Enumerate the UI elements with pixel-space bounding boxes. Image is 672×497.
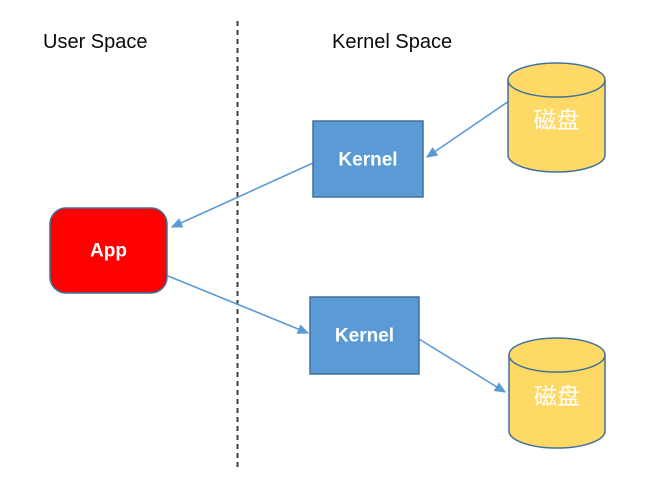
arrow-disk-top-to-kernel-top <box>425 100 510 158</box>
disk-bottom-cylinder: 磁盘 <box>508 337 606 449</box>
disk-bottom-label: 磁盘 <box>534 383 580 409</box>
disk-bottom-rim <box>508 337 606 373</box>
disk-top-rim <box>507 62 606 98</box>
disk-top-cylinder: 磁盘 <box>507 62 606 173</box>
disk-bottom-body <box>508 355 606 449</box>
disk-top-label: 磁盘 <box>534 107 580 133</box>
user-space-title: User Space <box>43 31 148 53</box>
arrow-app-to-kernel-bottom <box>167 275 310 334</box>
kernel-bottom-label: Kernel <box>335 326 394 347</box>
kernel-bottom-node: Kernel <box>309 296 420 375</box>
kernel-top-node: Kernel <box>312 120 424 198</box>
arrow-kernel-bottom-to-disk-bottom <box>418 338 507 393</box>
kernel-bottom-box <box>309 296 420 375</box>
app-node: App <box>49 207 168 294</box>
kernel-top-label: Kernel <box>338 150 397 171</box>
arrow-kernel-top-to-app <box>170 162 314 228</box>
app-box <box>49 207 168 294</box>
disk-top-body <box>507 80 606 173</box>
kernel-space-title: Kernel Space <box>332 31 452 53</box>
app-label: App <box>90 241 127 262</box>
kernel-top-box <box>312 120 424 198</box>
